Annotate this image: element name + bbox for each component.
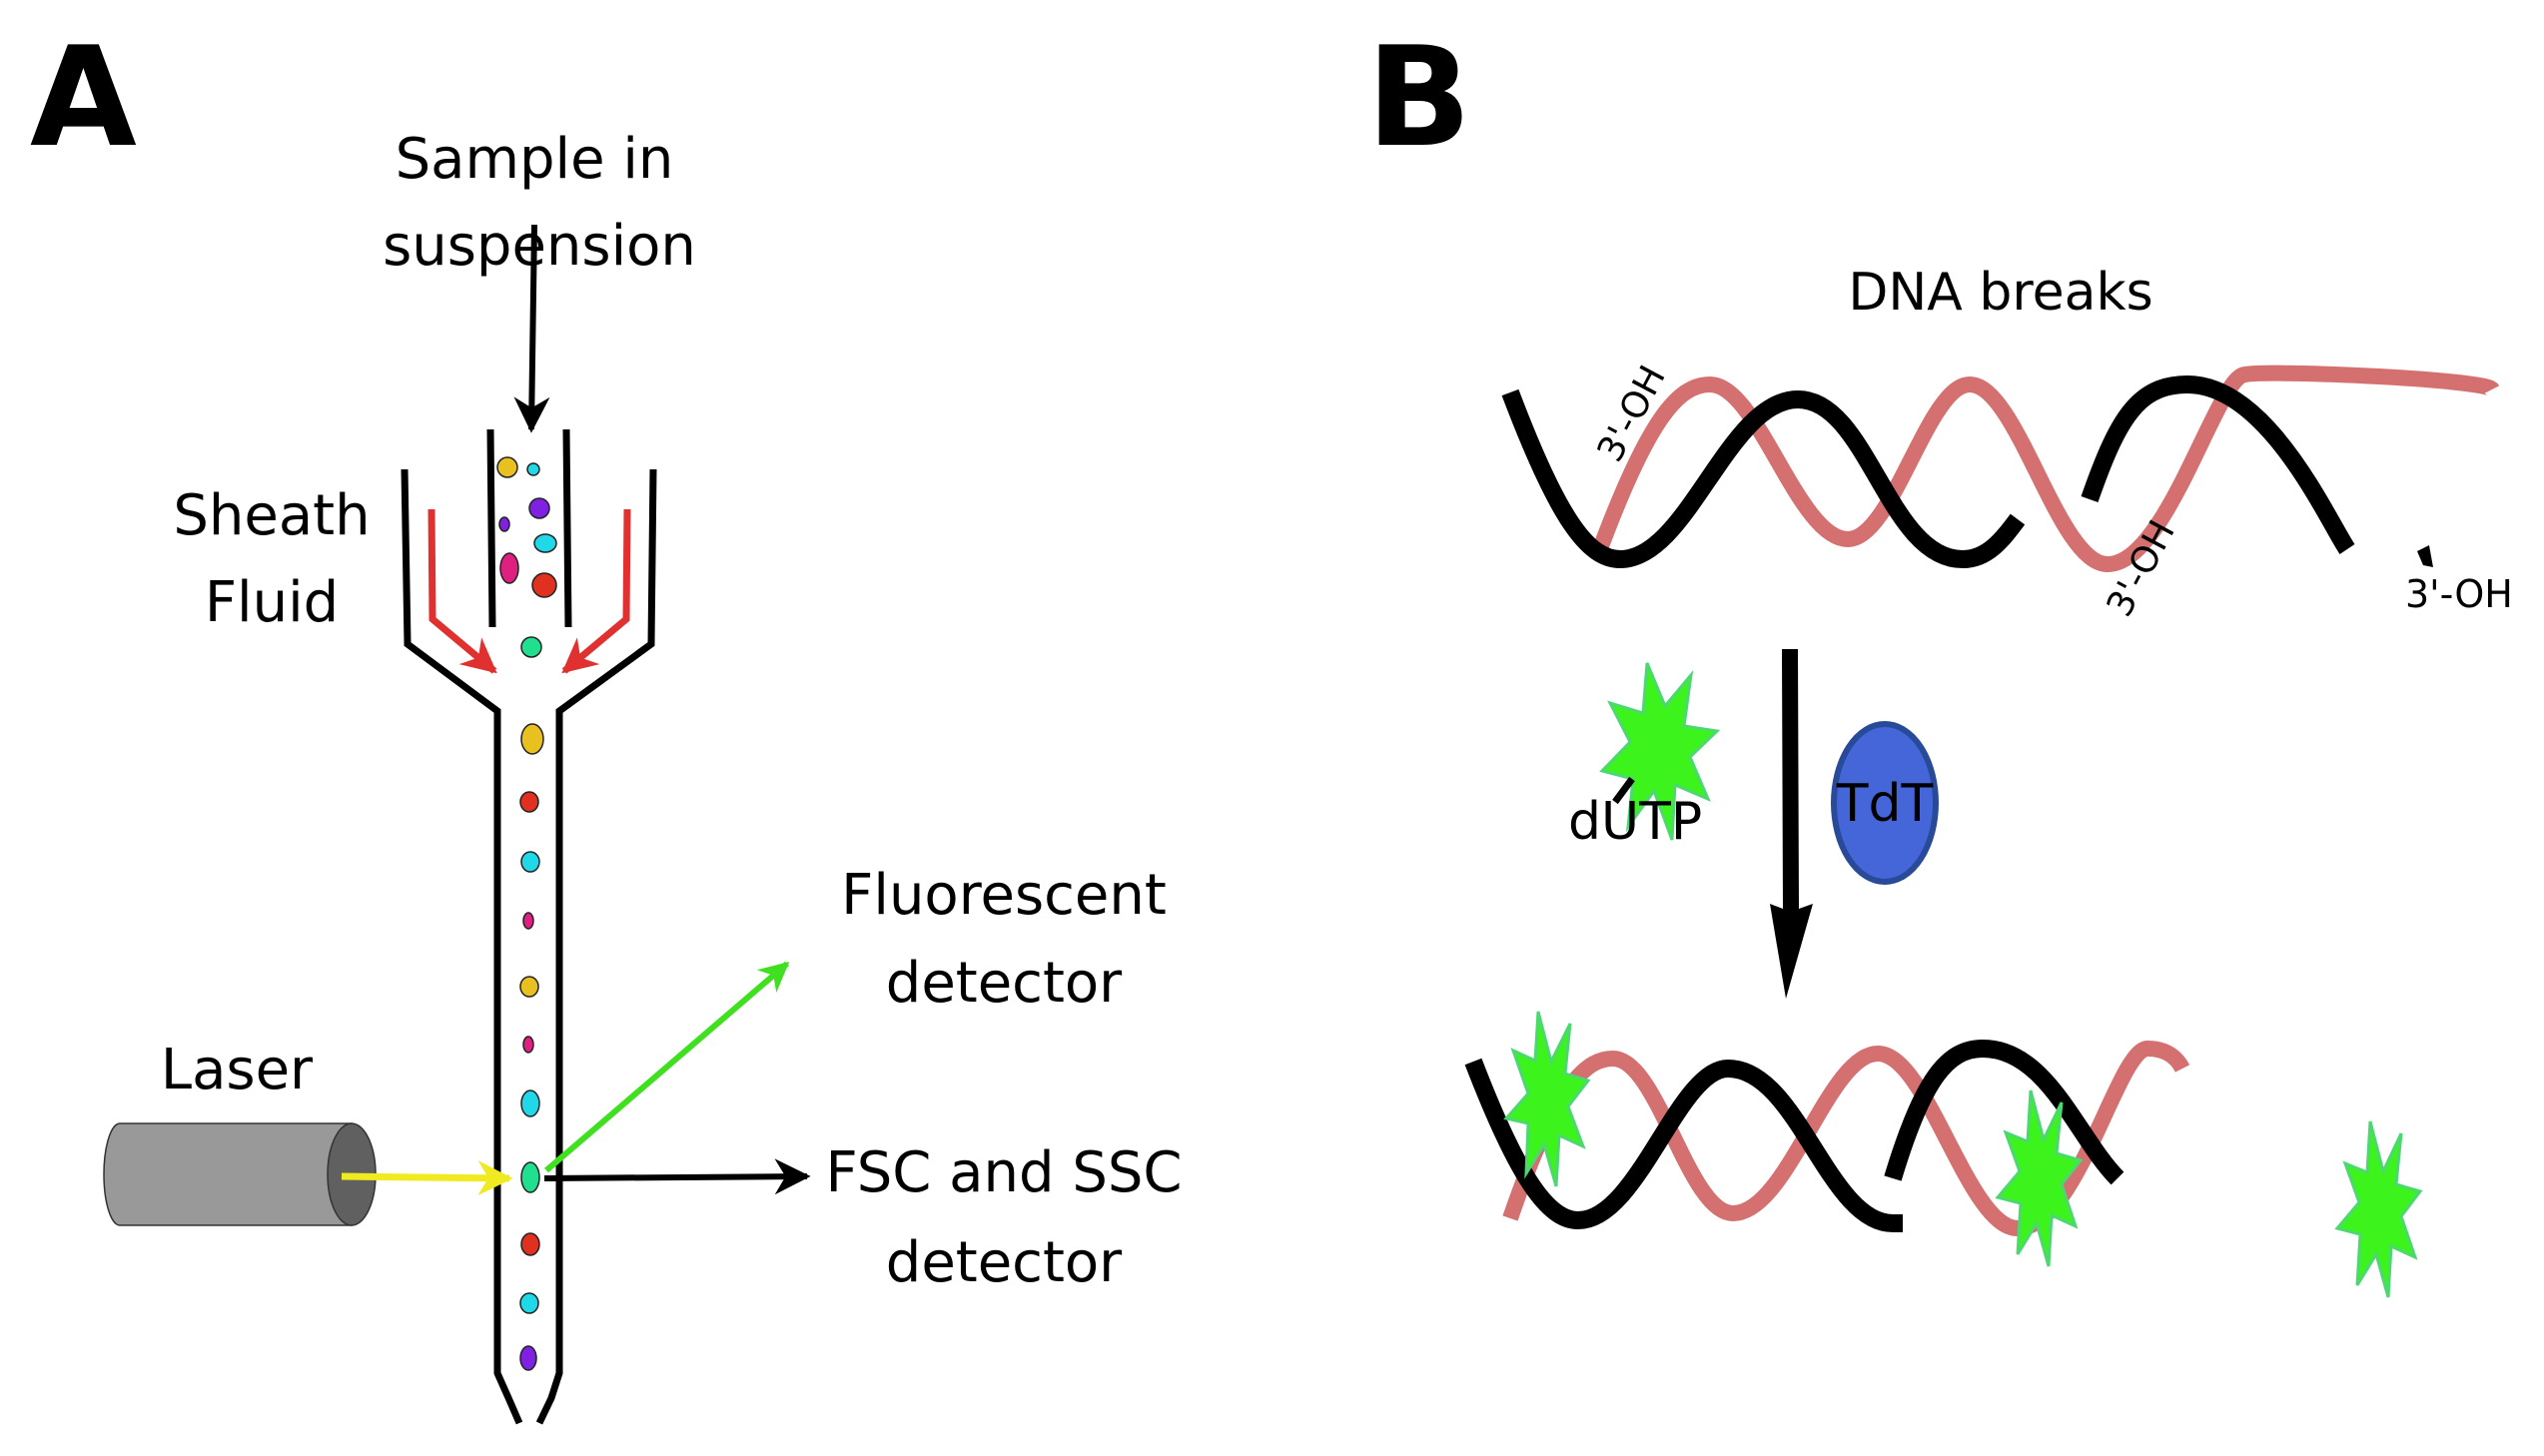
sheath-flow-arrow-right	[561, 508, 631, 674]
panel-a: A Sample in suspension Sheath Fluid	[30, 17, 1183, 1425]
dutp-linker	[1612, 776, 1635, 805]
panel-a-letter: A	[30, 17, 137, 178]
laser-label: Laser	[161, 1038, 314, 1102]
tdt-enzyme	[1831, 721, 1939, 885]
dna-strand-dark-segment-2	[1884, 1039, 2124, 1185]
dutp-label: dUTP	[1568, 792, 1702, 852]
dna-strand-dark-segment-1	[1464, 1058, 1903, 1232]
sample-tube-left-wall	[486, 428, 496, 628]
dna-helix-broken	[1501, 364, 2500, 573]
oh-label-3: 3'-OH	[2405, 572, 2513, 616]
cell	[519, 791, 539, 813]
flow-cell-left-wall	[401, 468, 523, 1425]
cell	[519, 976, 539, 998]
fluorophore-star-icon	[1995, 1090, 2084, 1267]
cell	[520, 1232, 540, 1256]
dna-strand-dark-segment-2	[2081, 374, 2355, 554]
cell	[533, 533, 557, 553]
dna-strand-light	[1502, 1040, 2190, 1237]
cell	[522, 1036, 534, 1054]
dna-strand-dark-segment-1	[1501, 388, 2026, 569]
cell	[520, 723, 544, 755]
sheath-label-line1: Sheath	[173, 483, 370, 548]
cell	[528, 497, 550, 519]
sample-label-line2: suspension	[383, 214, 696, 279]
fluorophore-star-icon	[2334, 1120, 2423, 1298]
cell	[499, 552, 519, 584]
dna-helix-labeled	[1464, 1039, 2190, 1237]
sheath-label-line2: Fluid	[205, 570, 339, 635]
flow-cell-right-wall	[535, 468, 657, 1425]
cell	[520, 636, 542, 658]
scatter-arrow	[543, 1158, 811, 1195]
fluorescence-arrow	[544, 961, 790, 1173]
scatter-detector-label-line2: detector	[886, 1230, 1123, 1295]
cell	[520, 851, 540, 873]
sample-input-arrow	[513, 224, 550, 433]
panel-b-letter: B	[1366, 17, 1471, 178]
dna-break-end	[2417, 545, 2433, 567]
dna-strand-light	[1590, 364, 2500, 573]
fluorescent-detector-label-line1: Fluorescent	[841, 863, 1167, 928]
cells	[496, 456, 557, 1371]
fluorophore-star-icon	[1599, 662, 1721, 841]
dna-breaks-title: DNA breaks	[1848, 263, 2152, 323]
cell	[531, 572, 557, 598]
cell	[526, 462, 540, 476]
laser-beam-arrow	[341, 1160, 513, 1196]
sample-label-line1: Sample in	[396, 127, 674, 192]
laser-icon	[103, 1122, 377, 1226]
incorporated-labels	[1503, 1011, 2423, 1298]
fluorophore-star-icon	[1503, 1011, 1591, 1187]
labeled-dutp	[1599, 662, 1721, 841]
fluorescent-detector-label-line2: detector	[886, 951, 1123, 1016]
cell	[522, 912, 534, 930]
sheath-flow-arrow-left	[427, 508, 497, 674]
reaction-arrow	[1770, 649, 1813, 999]
scatter-detector-label-line1: FSC and SSC	[825, 1140, 1182, 1205]
tdt-label: TdT	[1836, 774, 1934, 834]
cell-interrogated	[520, 1161, 540, 1193]
panel-b: B DNA breaks 3'-OH 3'-OH 3'-OH dUTP TdT	[1366, 17, 2513, 1298]
cell	[519, 1292, 539, 1314]
sample-tube-right-wall	[562, 428, 572, 628]
cell	[498, 516, 510, 532]
cell	[496, 456, 518, 478]
cell	[519, 1345, 537, 1371]
cell	[520, 1090, 540, 1117]
